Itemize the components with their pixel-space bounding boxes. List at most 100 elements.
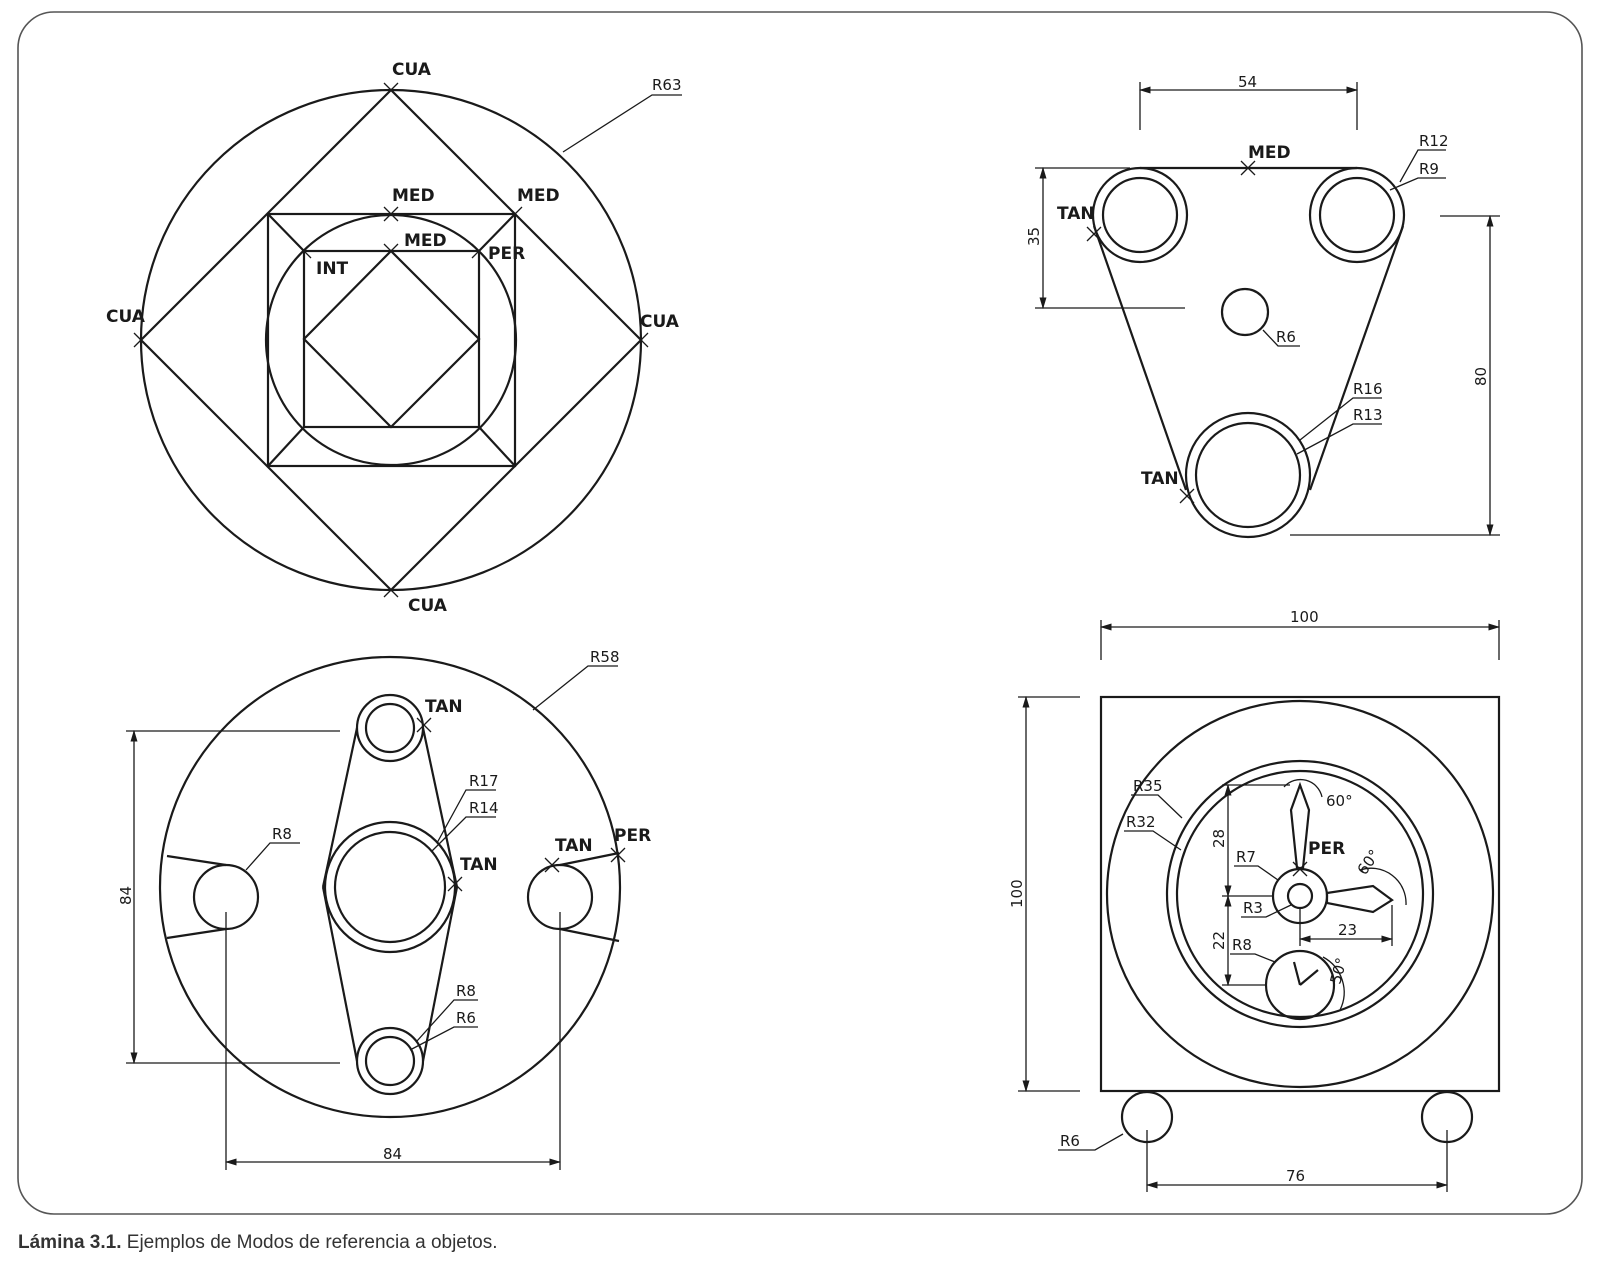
label-tan-center: TAN (460, 855, 498, 875)
label-med-inner: MED (404, 231, 447, 251)
leader-r16 (1299, 397, 1382, 441)
leader-r32 (1124, 830, 1182, 851)
figure-round-plate: TAN TAN TAN PER R58 R17 R14 R8 R8 R6 84 … (117, 648, 651, 1170)
label-cua-top: CUA (392, 60, 432, 80)
caption-label: Lámina 3.1. (18, 1232, 122, 1253)
label-r8-lug: R8 (456, 982, 476, 1000)
label-per: PER (488, 244, 525, 264)
inner-diamond (302, 249, 481, 429)
label-r14: R14 (469, 799, 499, 817)
label-cua-left: CUA (106, 307, 146, 327)
leader-r6 (1262, 329, 1300, 347)
leader-r35 (1131, 794, 1183, 819)
label-r8: R8 (272, 825, 292, 843)
top-left-inner-circle (1101, 176, 1179, 254)
label-med: MED (1248, 143, 1291, 163)
leader-r13 (1296, 423, 1382, 455)
outer-circle-r63 (139, 88, 643, 592)
label-cua-right: CUA (640, 312, 680, 332)
label-int: INT (316, 259, 349, 279)
link-lines (321, 727, 459, 1062)
label-r35: R35 (1133, 777, 1163, 795)
snap-markers (416, 717, 626, 892)
label-r13: R13 (1353, 406, 1383, 424)
leader-r8 (1230, 953, 1276, 963)
caption-text: Ejemplos de Modos de referencia a objeto… (126, 1232, 498, 1253)
label-cua-bottom: CUA (408, 596, 448, 616)
snap-markers (1086, 160, 1256, 504)
label-per: PER (614, 826, 651, 846)
dim-76: 76 (1286, 1167, 1305, 1185)
label-med-top: MED (392, 186, 435, 206)
center-inner-circle (333, 830, 447, 944)
leader-r7 (1234, 865, 1279, 881)
label-r16: R16 (1353, 380, 1383, 398)
leader-r8 (245, 842, 300, 871)
figure-clock: PER 60° 60° 50° R35 R32 R7 R3 R8 R6 28 2… (1008, 608, 1501, 1192)
top-right-inner-circle (1318, 176, 1396, 254)
sheet-frame (17, 11, 1583, 1215)
label-tan-right: TAN (555, 836, 593, 856)
figure-caption: Lámina 3.1. Ejemplos de Modos de referen… (18, 1232, 498, 1254)
label-r17: R17 (469, 772, 499, 790)
case-circle (1105, 699, 1495, 1089)
dial-inner-r32 (1175, 769, 1425, 1019)
leader-r6 (1058, 1133, 1124, 1151)
label-r6: R6 (1060, 1132, 1080, 1150)
dim-22: 22 (1210, 931, 1228, 950)
outer-diamond (139, 88, 643, 592)
dim-28: 28 (1210, 829, 1228, 848)
label-tan-top: TAN (1057, 204, 1095, 224)
small-circle-r6 (1220, 287, 1270, 337)
dim-84-vertical: 84 (117, 886, 135, 905)
label-r7: R7 (1236, 848, 1256, 866)
leader-r3 (1241, 904, 1292, 918)
dim-100-vertical: 100 (1008, 879, 1026, 908)
snap-markers (133, 82, 649, 598)
label-r3: R3 (1243, 899, 1263, 917)
leader-r14 (430, 816, 496, 853)
belt-lines (1092, 166, 1405, 491)
label-r9: R9 (1419, 160, 1439, 178)
label-tan-top: TAN (425, 697, 463, 717)
leader-r12 (1399, 149, 1446, 183)
leader-r58 (532, 665, 618, 711)
leader-r17 (436, 789, 496, 844)
bottom-outer-circle (1184, 411, 1312, 539)
bottom-inner-circle (1194, 421, 1302, 529)
label-50: 50° (1326, 956, 1350, 986)
dim-54: 54 (1238, 73, 1257, 91)
hub-r3 (1286, 882, 1314, 910)
dim-84-horizontal: 84 (383, 1145, 402, 1163)
leader-r8-lug (416, 999, 478, 1042)
leader-r63 (562, 94, 682, 153)
hour-hand (1289, 781, 1311, 870)
label-60-right: 60° (1354, 846, 1384, 878)
label-60-top: 60° (1326, 792, 1353, 810)
label-r8: R8 (1232, 936, 1252, 954)
clock-case (1099, 695, 1501, 1093)
leader-r9 (1389, 177, 1446, 191)
dim-80: 80 (1472, 367, 1490, 386)
top-left-outer-circle (1091, 166, 1189, 264)
label-med-corner: MED (517, 186, 560, 206)
label-r12: R12 (1419, 132, 1449, 150)
outer-circle-r58 (158, 655, 622, 1119)
dim-35: 35 (1025, 227, 1043, 246)
minute-hand (1325, 884, 1394, 914)
figure-osnap-square-circle: CUA CUA CUA CUA MED MED MED INT PER R63 (106, 60, 682, 616)
snap-markers (1292, 861, 1308, 877)
bottom-lug-inner (364, 1035, 416, 1087)
arc-50 (1322, 956, 1345, 1011)
label-r6-lug: R6 (456, 1009, 476, 1027)
label-per: PER (1308, 839, 1345, 859)
dim-100-horizontal: 100 (1290, 608, 1319, 626)
label-r6: R6 (1276, 328, 1296, 346)
label-r63: R63 (652, 76, 682, 94)
label-r58: R58 (590, 648, 620, 666)
arc-60-top (1283, 778, 1323, 798)
figure-tangent-triangle: MED TAN TAN 54 35 80 R12 R9 R6 R16 R13 (1025, 73, 1500, 539)
sub-dial-hand (1292, 961, 1319, 986)
slot-lines (166, 851, 620, 943)
